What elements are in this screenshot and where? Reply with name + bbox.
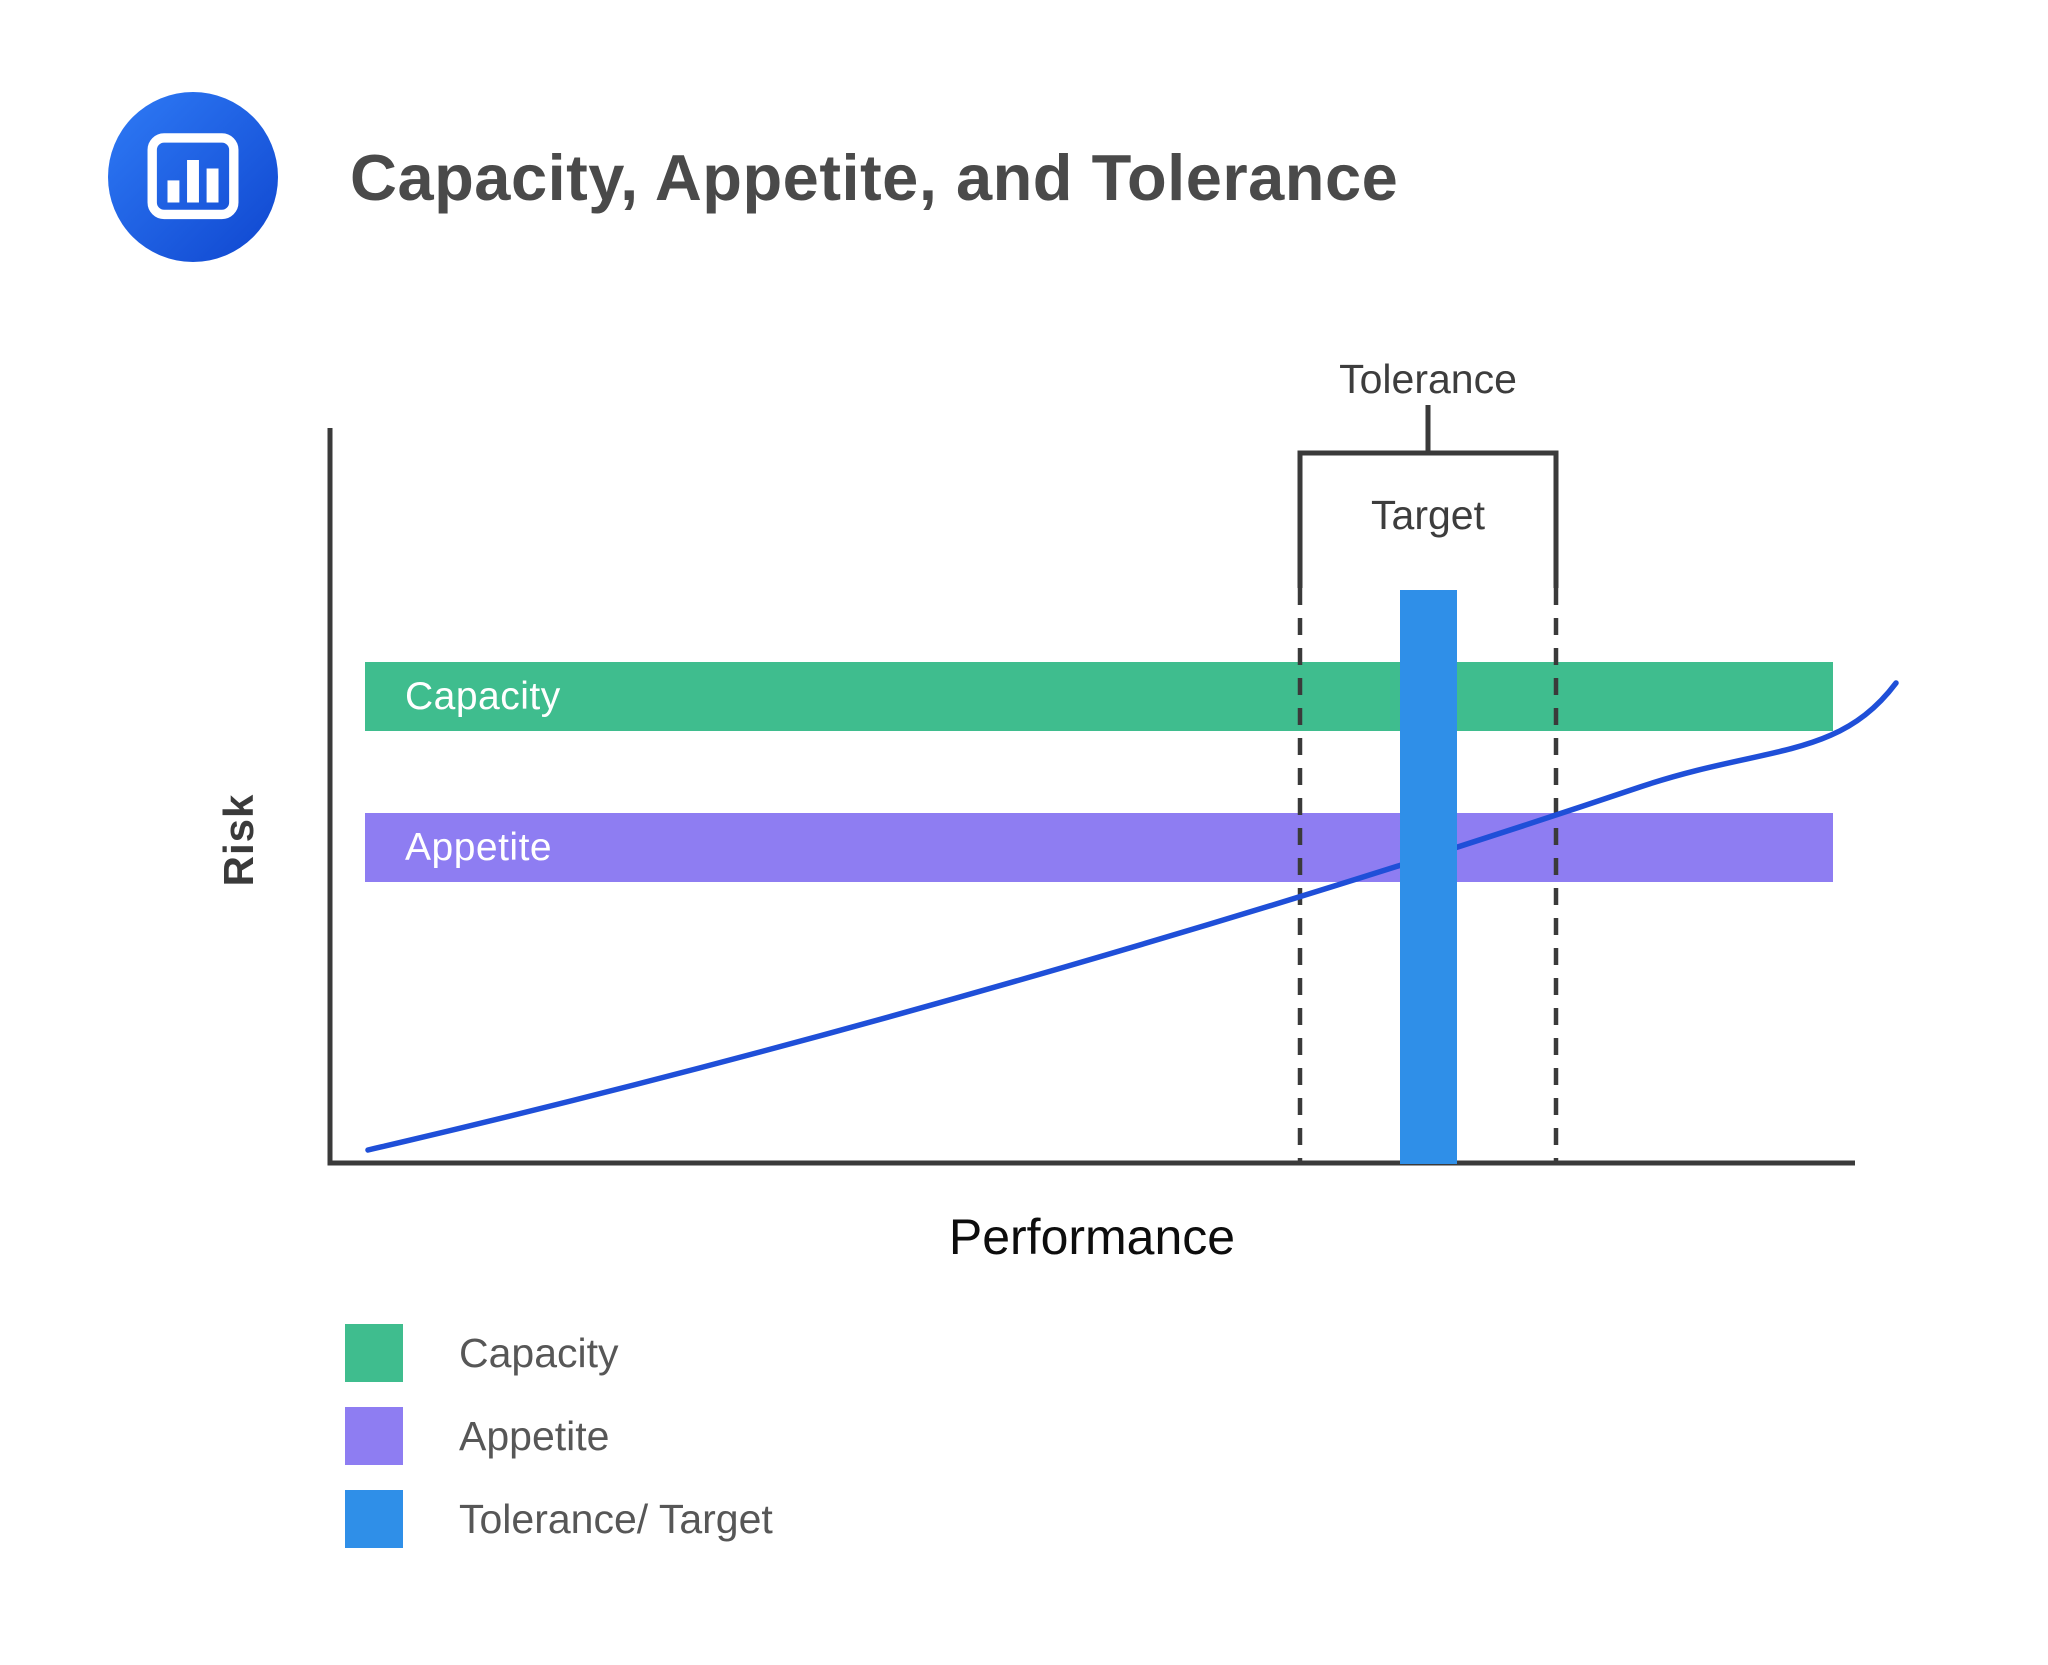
legend-item-appetite: Appetite: [345, 1407, 773, 1465]
tolerance-bracket: [1297, 405, 1559, 588]
capacity-band-label: Capacity: [405, 674, 561, 718]
target-bar: [1400, 590, 1457, 1164]
legend-label-appetite: Appetite: [459, 1412, 610, 1459]
legend-label-tolerance-target: Tolerance/ Target: [459, 1495, 773, 1542]
capacity-band: Capacity: [365, 662, 1833, 731]
appetite-band: Appetite: [365, 813, 1833, 882]
legend: Capacity Appetite Tolerance/ Target: [345, 1324, 773, 1548]
bar-chart-icon: [108, 92, 278, 262]
legend-swatch-tolerance-target: [345, 1490, 403, 1548]
legend-item-capacity: Capacity: [345, 1324, 773, 1382]
axes-line: [327, 428, 1855, 1166]
legend-swatch-capacity: [345, 1324, 403, 1382]
bar-chart-icon-svg: [108, 92, 278, 262]
page-title: Capacity, Appetite, and Tolerance: [350, 140, 1399, 214]
legend-label-capacity: Capacity: [459, 1329, 619, 1376]
target-annotation: Target: [1371, 492, 1485, 538]
x-axis-label: Performance: [948, 1209, 1236, 1265]
y-axis-label: Risk: [215, 793, 262, 887]
legend-swatch-appetite: [345, 1407, 403, 1465]
appetite-band-label: Appetite: [405, 825, 553, 869]
legend-item-tolerance-target: Tolerance/ Target: [345, 1490, 773, 1548]
tolerance-annotation: Tolerance: [1339, 356, 1517, 402]
header: Capacity, Appetite, and Tolerance: [108, 92, 1398, 262]
risk-curve: [365, 680, 1899, 1153]
